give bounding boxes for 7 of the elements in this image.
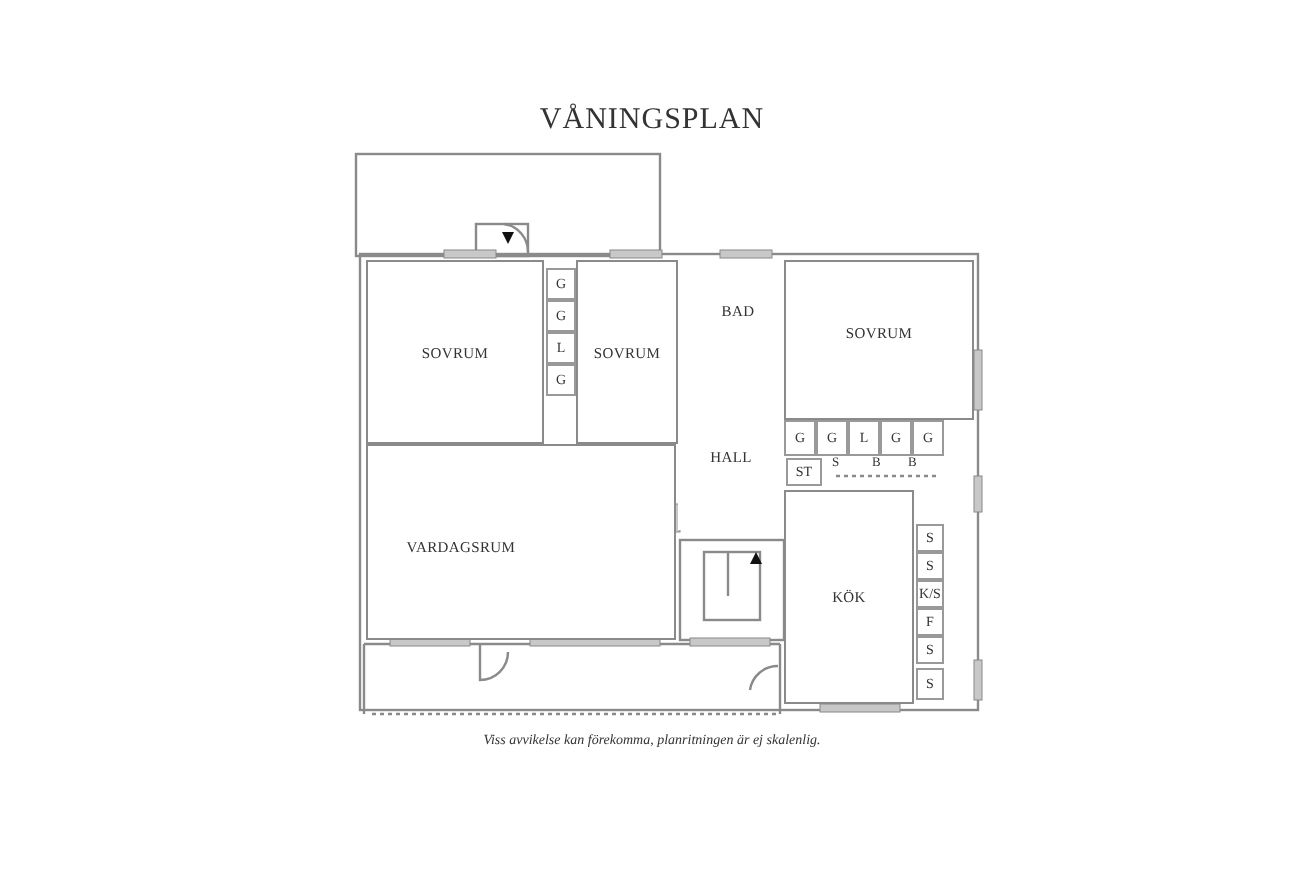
room-area [784,260,974,420]
room-area [680,260,780,376]
room-area [366,444,676,640]
plan-title: VÅNINGSPLAN [537,104,767,138]
room-area [784,490,914,704]
room-area [576,260,678,444]
room-area [366,260,544,444]
